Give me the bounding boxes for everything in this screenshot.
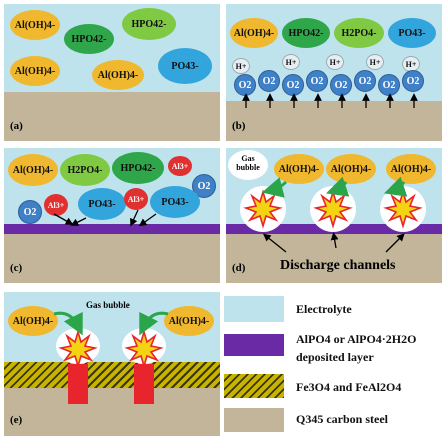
ion-aluminate: Al(OH)4- [8,154,58,186]
ion-hydrogen: H+ [326,54,344,70]
upward-arrows [242,93,418,108]
legend-label-steel: Q345 carbon steel [296,412,388,426]
gas-bubble-label: Gas bubble [86,300,130,310]
legend-label-electrolyte: Electrolyte [296,302,352,316]
gas-bubble [228,150,268,180]
legend-swatch-oxides [224,374,284,398]
ion-hydrogen-phosphate: HPO42- [122,8,176,40]
legend-swatch-steel [224,408,284,432]
panel-label: (d) [232,262,246,274]
steel-substrate [226,234,442,283]
steel-substrate [4,234,220,283]
discharge-channel [134,364,154,404]
panel-d: Gas bubble Al(OH)4- Al(OH)4- Al(OH)4- [226,148,442,283]
oxygen-bubble: O2 [234,74,256,96]
ion-aluminum: Al3+ [44,194,68,216]
panel-label: (b) [232,120,246,132]
deposited-layer [4,224,220,234]
ion-phosphate: PO43- [150,186,200,218]
panel-label: (e) [10,414,23,426]
discharge-channels-label: Discharge channels [280,258,396,273]
legend-swatch-deposit [224,334,284,356]
legend-swatch-electrolyte [224,296,284,322]
ion-aluminum: Al3+ [168,156,192,176]
panel-label: (c) [10,262,23,274]
panel-b: Al(OH)4- HPO42- H2PO4- PO43- H+ H+ H+ H+… [226,4,442,141]
ion-aluminate: Al(OH)4- [230,18,278,48]
ion-hydrogen: H+ [282,54,300,70]
steel-substrate [4,92,220,141]
oxygen-bubble: O2 [306,70,328,92]
ion-hydrogen-phosphate: HPO42- [282,18,330,48]
oxygen-bubble: O2 [378,74,400,96]
ion-phosphate: PO43- [158,48,212,84]
ion-hydrogen: H+ [232,58,250,74]
ion-aluminate: Al(OH)4- [8,306,58,336]
ion-aluminate: Al(OH)4- [10,56,60,86]
deposition-arrows [53,209,157,227]
legend-label-oxides: Fe3O4 and FeAl2O4 [296,380,402,394]
panel-a: Al(OH)4- HPO42- HPO42- Al(OH)4- Al(OH)4-… [4,4,220,141]
legend-label-deposit: AlPO4 or AlPO4·2H2O [296,332,417,346]
legend-label-deposit-2: deposited layer [296,350,374,364]
ion-hydrogen: H+ [366,54,384,70]
discharge-channel [68,364,88,404]
oxygen-bubble: O2 [354,70,376,92]
ion-aluminate: Al(OH)4- [10,10,60,40]
oxygen-bubble: O2 [258,70,280,92]
ion-phosphate: PO43- [388,18,436,48]
oxygen-bubble: O2 [18,200,42,224]
ion-aluminum: Al3+ [124,188,148,210]
discharge-sparks [243,176,423,253]
panel-e: Gas bubble Al(OH)4- Al(OH)4- (e) [4,292,220,436]
ion-aluminate: Al(OH)4- [92,60,144,90]
oxide-layer [4,362,220,388]
steel-substrate [4,388,220,436]
ion-dihydrogen-phosphate: H2PO4- [334,18,384,48]
oxygen-bubble: O2 [402,70,424,92]
ion-phosphate: PO43- [78,188,126,220]
panel-label: (a) [10,120,23,132]
ion-aluminate: Al(OH)4- [326,154,376,184]
ion-aluminate: Al(OH)4- [164,306,214,336]
ion-hydrogen-phosphate: HPO42- [64,24,114,54]
ion-hydrogen-phosphate: HPO42- [112,152,164,184]
gas-bubble-label: Gas bubble [236,154,260,172]
discharge-sparks [53,311,169,369]
ion-dihydrogen-phosphate: H2PO4- [60,154,110,186]
steel-substrate [226,101,442,141]
panel-c: Al(OH)4- H2PO4- HPO42- Al3+ O2 O2 Al3+ P… [4,148,220,283]
